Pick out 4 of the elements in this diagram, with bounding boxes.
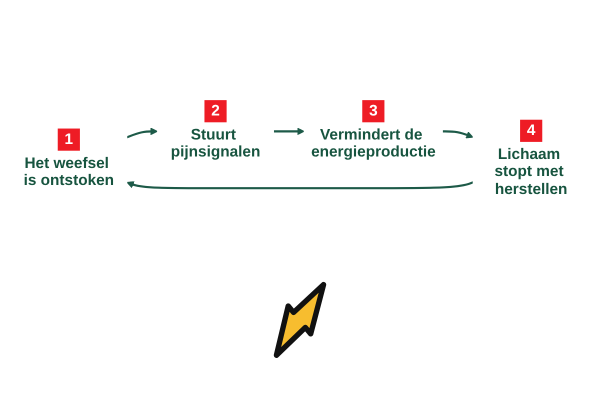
arrow xyxy=(126,128,158,138)
arrow xyxy=(126,181,474,190)
arrow xyxy=(274,128,305,136)
arrow xyxy=(442,130,474,138)
